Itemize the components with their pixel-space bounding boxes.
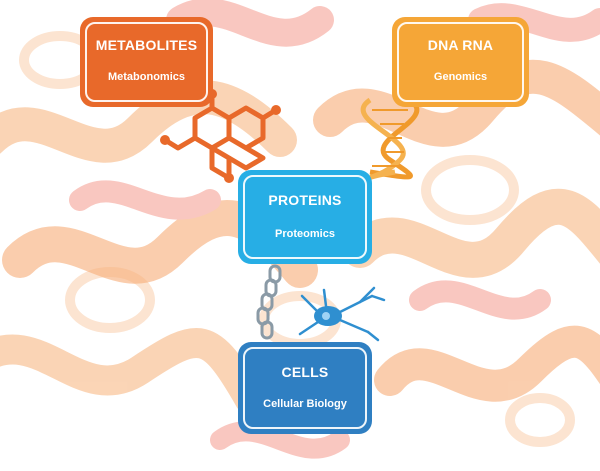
- dna-rna-card: DNA RNA Genomics: [392, 17, 529, 107]
- metabolites-card: METABOLITES Metabonomics: [80, 17, 213, 107]
- metabolites-card-border: [85, 22, 208, 102]
- dna-rna-title: DNA RNA: [427, 37, 494, 53]
- dna-helix-icon: [360, 97, 420, 180]
- dna-rna-subtitle: Genomics: [433, 71, 488, 83]
- cells-card: CELLS Cellular Biology: [238, 342, 372, 434]
- cells-subtitle: Cellular Biology: [263, 398, 347, 410]
- cells-title: CELLS: [281, 364, 329, 380]
- chain-icon: [256, 264, 282, 340]
- metabolites-subtitle: Metabonomics: [107, 71, 185, 83]
- proteins-subtitle: Proteomics: [275, 228, 335, 240]
- proteins-card: PROTEINS Proteomics: [238, 170, 372, 264]
- neuron-icon: [298, 286, 386, 342]
- proteins-title: PROTEINS: [268, 192, 342, 208]
- metabolites-title: METABOLITES: [95, 37, 198, 53]
- proteins-card-border: [243, 175, 367, 259]
- dna-rna-card-border: [397, 22, 524, 102]
- cells-card-border: [243, 347, 367, 429]
